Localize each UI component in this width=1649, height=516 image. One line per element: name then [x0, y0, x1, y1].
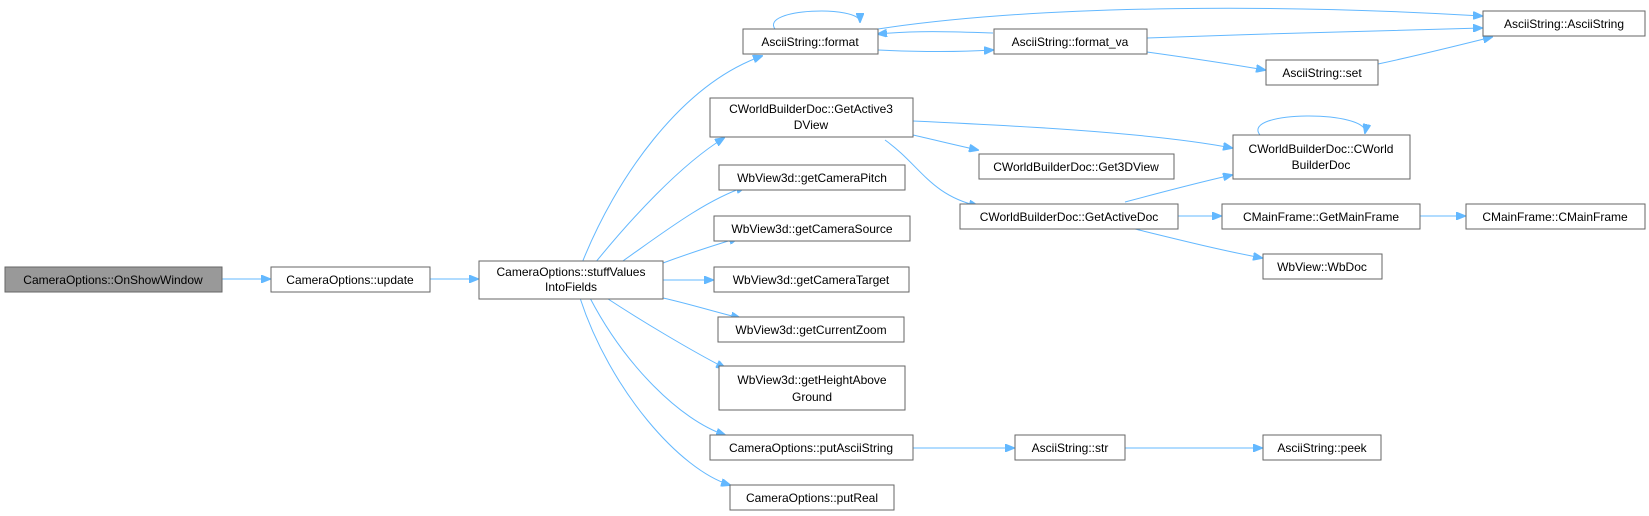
- node-label: AsciiString::format_va: [1012, 35, 1129, 49]
- edge-stuffvalues-getheightaboveground: [604, 296, 725, 368]
- node-cworld-builder-doc-get-3d-view[interactable]: CWorldBuilderDoc::Get3DView: [978, 153, 1175, 180]
- node-label: CameraOptions::putReal: [746, 491, 878, 505]
- node-label: Ground: [792, 390, 832, 404]
- edge-format-self: [773, 10, 860, 30]
- node-cmainframe-get-main-frame[interactable]: CMainFrame::GetMainFrame: [1221, 203, 1421, 230]
- node-label: WbView3d::getCameraSource: [731, 222, 893, 236]
- edge-format-asciictor: [877, 7, 1482, 30]
- edge-stuffvalues-getcurrentzoom: [662, 297, 740, 318]
- edge-stuffvalues-putreal: [579, 297, 730, 485]
- edge-stuffvalues-getcamerapitch: [619, 187, 745, 264]
- node-camera-options-put-real[interactable]: CameraOptions::putReal: [729, 484, 895, 511]
- node-ascii-string-format[interactable]: AsciiString::format: [742, 28, 879, 55]
- node-ascii-string-format-va[interactable]: AsciiString::format_va: [993, 28, 1148, 55]
- node-label: AsciiString::str: [1032, 441, 1109, 455]
- edge-getactive3dview-get3dview: [912, 134, 978, 150]
- node-label: CMainFrame::GetMainFrame: [1243, 210, 1399, 224]
- edge-getactivedoc-wbdoc: [1134, 228, 1262, 258]
- edge-formatva-set: [1146, 51, 1265, 70]
- node-label: CWorldBuilderDoc::Get3DView: [993, 160, 1159, 174]
- node-label: CWorldBuilderDoc::GetActive3: [729, 102, 893, 116]
- edges: [222, 7, 1492, 485]
- edge-formatva-asciictor: [1146, 28, 1482, 39]
- node-label: CameraOptions::update: [286, 273, 414, 287]
- node-label: DView: [794, 118, 829, 132]
- node-wbview3d-get-height-above-ground[interactable]: WbView3d::getHeightAbove Ground: [718, 365, 906, 411]
- node-ascii-string-set[interactable]: AsciiString::set: [1265, 59, 1379, 86]
- node-wbview-wbdoc[interactable]: WbView::WbDoc: [1262, 253, 1383, 280]
- node-label: CameraOptions::putAsciiString: [729, 441, 893, 455]
- edge-format-formatva: [877, 50, 993, 52]
- node-label: WbView3d::getCurrentZoom: [735, 323, 886, 337]
- edge-getactive3dview-getactivedoc: [884, 139, 978, 206]
- node-label: AsciiString::set: [1282, 66, 1362, 80]
- edge-stuffvalues-putasciistring: [589, 297, 725, 435]
- node-wbview3d-get-camera-pitch[interactable]: WbView3d::getCameraPitch: [718, 164, 906, 191]
- node-ascii-string-peek[interactable]: AsciiString::peek: [1262, 434, 1382, 461]
- node-ascii-string-str[interactable]: AsciiString::str: [1014, 434, 1126, 461]
- node-cworld-builder-doc-get-active-3d-view[interactable]: CWorldBuilderDoc::GetActive3 DView: [709, 97, 914, 138]
- node-label: WbView3d::getCameraPitch: [737, 171, 887, 185]
- node-label: WbView::WbDoc: [1277, 260, 1367, 274]
- node-label: CameraOptions::OnShowWindow: [23, 273, 203, 287]
- node-label: CWorldBuilderDoc::GetActiveDoc: [980, 210, 1159, 224]
- edge-stuffvalues-getactive3dview: [594, 138, 724, 264]
- node-wbview3d-get-current-zoom[interactable]: WbView3d::getCurrentZoom: [717, 316, 905, 343]
- node-wbview3d-get-camera-target[interactable]: WbView3d::getCameraTarget: [713, 266, 910, 293]
- node-cworld-builder-doc-get-active-doc[interactable]: CWorldBuilderDoc::GetActiveDoc: [959, 203, 1179, 230]
- nodes: CameraOptions::OnShowWindow CameraOption…: [4, 10, 1646, 511]
- node-cworld-builder-doc-cworld-builder-doc[interactable]: CWorldBuilderDoc::CWorld BuilderDoc: [1232, 134, 1411, 180]
- node-camera-options-put-ascii-string[interactable]: CameraOptions::putAsciiString: [709, 434, 914, 461]
- edge-stuffvalues-format: [581, 56, 762, 264]
- node-wbview3d-get-camera-source[interactable]: WbView3d::getCameraSource: [713, 215, 911, 242]
- node-label: WbView3d::getCameraTarget: [733, 273, 890, 287]
- node-label: BuilderDoc: [1292, 158, 1351, 172]
- edge-getactivedoc-cworldctor: [1124, 175, 1232, 203]
- node-cmainframe-cmainframe[interactable]: CMainFrame::CMainFrame: [1465, 203, 1646, 230]
- node-label: CMainFrame::CMainFrame: [1482, 210, 1628, 224]
- node-ascii-string-ascii-string[interactable]: AsciiString::AsciiString: [1482, 10, 1646, 37]
- edge-cworldctor-self: [1257, 115, 1365, 136]
- edge-getactive3dview-cworldctor: [912, 120, 1232, 148]
- edge-formatva-format: [878, 32, 994, 34]
- node-label: CWorldBuilderDoc::CWorld: [1249, 142, 1394, 156]
- node-label: AsciiString::AsciiString: [1504, 17, 1624, 31]
- node-label: AsciiString::peek: [1277, 441, 1367, 455]
- node-camera-options-update[interactable]: CameraOptions::update: [270, 266, 431, 293]
- edge-set-asciictor: [1377, 37, 1492, 65]
- node-label: WbView3d::getHeightAbove: [737, 373, 887, 387]
- edge-stuffvalues-getcamerasource: [662, 238, 738, 264]
- node-label: AsciiString::format: [761, 35, 859, 49]
- node-label: CameraOptions::stuffValues: [497, 265, 646, 279]
- node-camera-options-on-show-window[interactable]: CameraOptions::OnShowWindow: [4, 266, 223, 293]
- node-label: IntoFields: [545, 280, 597, 294]
- node-camera-options-stuff-values-into-fields[interactable]: CameraOptions::stuffValues IntoFields: [478, 260, 664, 300]
